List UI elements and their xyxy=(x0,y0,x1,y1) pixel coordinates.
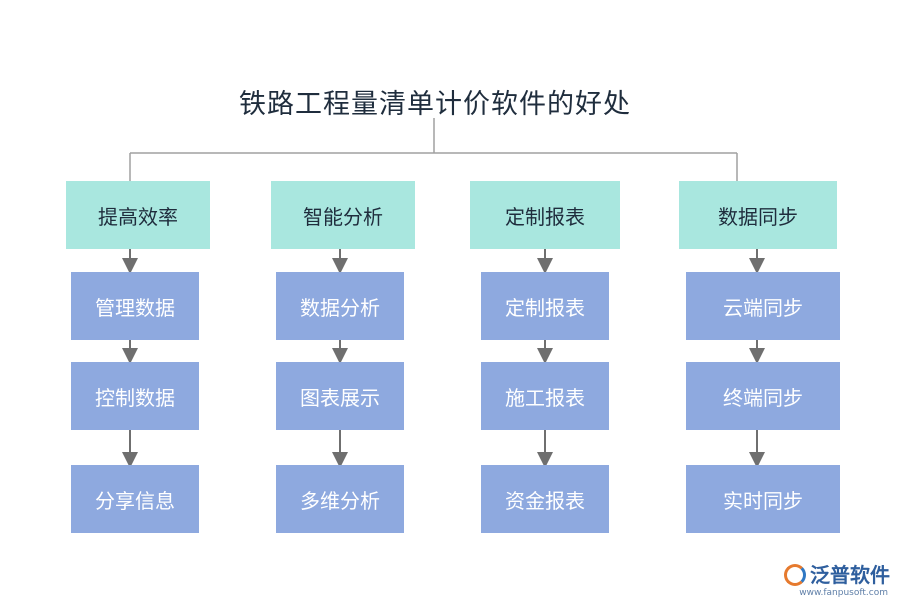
column-1-item-3: 分享信息 xyxy=(71,465,199,533)
diagram-title: 铁路工程量清单计价软件的好处 xyxy=(239,89,631,120)
column-3-header: 定制报表 xyxy=(470,181,620,249)
column-2-item-1: 数据分析 xyxy=(276,272,404,340)
column-3-item-1: 定制报表 xyxy=(481,272,609,340)
column-1-item-2: 控制数据 xyxy=(71,362,199,430)
column-3-item-3: 资金报表 xyxy=(481,465,609,533)
column-4-header: 数据同步 xyxy=(679,181,837,249)
brand-url: www.fanpusoft.com xyxy=(799,588,888,598)
column-arrows xyxy=(122,249,765,468)
column-1-item-1: 管理数据 xyxy=(71,272,199,340)
column-4-item-1: 云端同步 xyxy=(686,272,840,340)
top-bracket xyxy=(129,118,738,181)
brand-logo-text: 泛普软件 xyxy=(810,563,890,587)
column-4-item-2: 终端同步 xyxy=(686,362,840,430)
column-3-item-2: 施工报表 xyxy=(481,362,609,430)
brand-logo-icon xyxy=(784,564,806,586)
column-2-header: 智能分析 xyxy=(271,181,415,249)
column-2-item-2: 图表展示 xyxy=(276,362,404,430)
column-1-header: 提高效率 xyxy=(66,181,210,249)
brand-logo: 泛普软件 xyxy=(784,564,890,586)
column-4-item-3: 实时同步 xyxy=(686,465,840,533)
column-2-item-3: 多维分析 xyxy=(276,465,404,533)
